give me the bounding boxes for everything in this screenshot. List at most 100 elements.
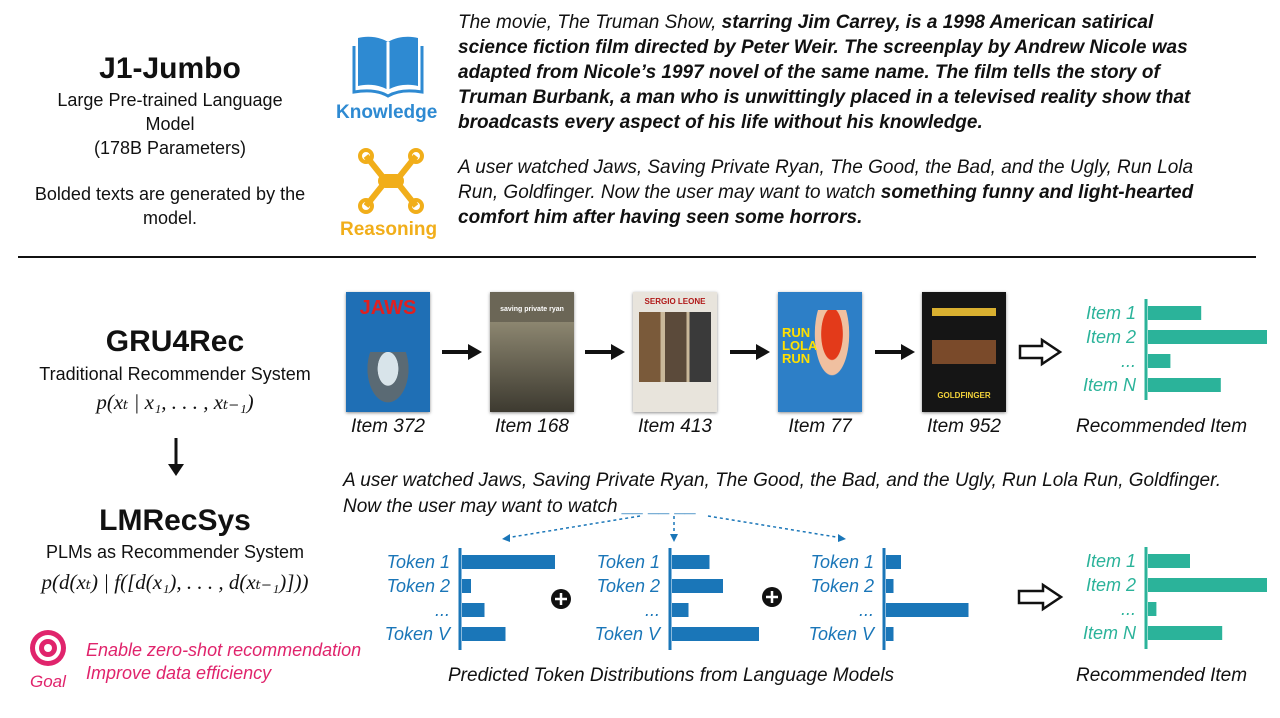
gru4rec-title: GRU4Rec <box>105 325 245 358</box>
reasoning-paragraph: A user watched Jaws, Saving Private Ryan… <box>458 155 1258 230</box>
chart-bar <box>1148 602 1157 616</box>
chart-label: Token 1 <box>387 552 450 572</box>
poster-caption: Item 77 <box>788 416 852 437</box>
token-caption: Predicted Token Distributions from Langu… <box>448 665 895 686</box>
chart-label: Token 1 <box>811 552 874 572</box>
knowledge-generated-4: Truman Burbank, a man who is unwittingly… <box>458 87 1191 108</box>
chart-bar <box>886 627 894 641</box>
lmrecsys-subtitle: PLMs as Recommender System <box>45 542 305 562</box>
chart-label: Item 1 <box>1086 303 1136 323</box>
poster-caption: Item 413 <box>638 416 712 437</box>
arrow-1 <box>442 344 482 360</box>
chart-bar <box>462 627 506 641</box>
chart-label: Item N <box>1083 623 1137 643</box>
chart-label: Item N <box>1083 375 1137 395</box>
reasoning-label: Reasoning <box>340 219 438 240</box>
chart-bar <box>886 603 969 617</box>
arrow-3 <box>730 344 770 360</box>
chart-bar <box>1148 578 1267 592</box>
model-name: J1-Jumbo <box>99 52 241 85</box>
recommended-caption-top: Recommended Item <box>1076 416 1248 437</box>
model-desc-1: Large Pre-trained Language <box>57 90 283 110</box>
chart-bar <box>462 579 471 593</box>
lm-prompt-line-2: Now the user may want to watch __ __ __ <box>343 496 697 518</box>
reasoning-prompt-1: A user watched Jaws, Saving Private Ryan… <box>458 157 1194 178</box>
note-line-2: model. <box>142 208 198 228</box>
token-distribution-2: Token 1 Token 2... Token V <box>595 548 759 650</box>
blank-dotted-arrows <box>502 515 846 542</box>
molecule-icon <box>358 148 424 214</box>
movie-poster: GOLDFINGER <box>922 292 1006 412</box>
recommended-chart-top: Item 1 Item 2... Item N <box>1083 299 1267 400</box>
reasoning-prompt-2: Run, Goldfinger. Now the user may want t… <box>458 182 881 203</box>
chart-label: ... <box>1121 351 1136 371</box>
chart-label: Token 1 <box>597 552 660 572</box>
chart-label: Token 2 <box>387 576 450 596</box>
hollow-arrow-bottom-icon <box>1017 582 1064 612</box>
movie-poster: SERGIO LEONE <box>633 292 717 412</box>
lmrecsys-formula: p(d(xₜ) | f([d(x₁), . . . , d(xₜ₋₁)])) <box>41 570 309 594</box>
poster-caption: Item 168 <box>495 416 569 437</box>
poster-title: GOLDFINGER <box>937 391 991 400</box>
knowledge-generated-2: science fiction film directed by Peter W… <box>458 37 1188 58</box>
reasoning-generated-2: comfort him after having seen some horro… <box>458 207 863 228</box>
chart-label: Token V <box>809 624 876 644</box>
chart-bar <box>672 555 710 569</box>
lm-blank: __ __ __ <box>622 496 697 517</box>
plus-icon <box>551 589 571 609</box>
chart-bar <box>462 603 485 617</box>
lmrecsys-title: LMRecSys <box>99 504 251 537</box>
knowledge-prompt: The movie, The Truman Show, <box>458 12 722 33</box>
chart-label: Token V <box>595 624 662 644</box>
lm-prompt-text: Now the user may want to watch <box>343 496 618 517</box>
chart-bar <box>1148 554 1190 568</box>
goal-label: Goal <box>30 672 66 691</box>
chart-label: ... <box>1121 599 1136 619</box>
recommended-caption-bottom: Recommended Item <box>1076 665 1248 686</box>
poster-caption: Item 952 <box>927 416 1001 437</box>
chart-label: ... <box>859 600 874 620</box>
arrow-4 <box>875 344 915 360</box>
knowledge-generated-1: starring Jim Carrey, is a 1998 American … <box>721 12 1154 33</box>
poster-title: saving private ryan <box>500 306 564 313</box>
chart-label: ... <box>645 600 660 620</box>
model-desc-2: Model <box>145 114 195 134</box>
poster-art <box>364 352 412 408</box>
section-divider <box>18 256 1256 258</box>
chart-label: ... <box>435 600 450 620</box>
arrow-2 <box>585 344 625 360</box>
knowledge-paragraph: The movie, The Truman Show, starring Jim… <box>458 10 1248 135</box>
sequence-arrows <box>442 337 1063 367</box>
note-line-1: Bolded texts are generated by the <box>34 184 306 204</box>
chart-label: Token V <box>385 624 452 644</box>
token-distribution-1: Token 1 Token 2... Token V <box>385 548 555 650</box>
chart-bar <box>886 555 901 569</box>
chart-bar <box>1148 330 1267 344</box>
lm-prompt-line-1: A user watched Jaws, Saving Private Ryan… <box>343 470 1221 491</box>
gru4rec-formula: p(xₜ | x₁, . . . , xₜ₋₁) <box>96 390 254 414</box>
model-params: (178B Parameters) <box>93 138 247 158</box>
plus-icon <box>762 587 782 607</box>
movie-poster: RUN LOLA RUN <box>778 292 862 412</box>
token-distribution-3: Token 1 Token 2... Token V <box>809 548 969 650</box>
hollow-arrow-top <box>1018 337 1063 367</box>
goal-line-1: Enable zero-shot recommendation <box>86 640 362 660</box>
poster-art <box>490 322 574 412</box>
target-icon <box>30 630 66 666</box>
movie-poster: saving private ryan <box>490 292 574 412</box>
chart-label: Item 1 <box>1086 551 1136 571</box>
chart-bar <box>672 603 689 617</box>
chart-bar <box>1148 306 1202 320</box>
chart-label: Token 2 <box>597 576 660 596</box>
reasoning-generated-1: something funny and light-hearted <box>880 182 1194 203</box>
poster-art <box>802 310 862 406</box>
chart-bar <box>672 627 759 641</box>
knowledge-label: Knowledge <box>336 102 438 123</box>
chart-bar <box>1148 626 1223 640</box>
goal-line-2: Improve data efficiency <box>86 663 272 683</box>
chart-label: Item 2 <box>1086 327 1136 347</box>
poster-title: JAWS <box>359 297 417 319</box>
down-arrow-icon <box>168 438 184 476</box>
chart-label: Token 2 <box>811 576 874 596</box>
